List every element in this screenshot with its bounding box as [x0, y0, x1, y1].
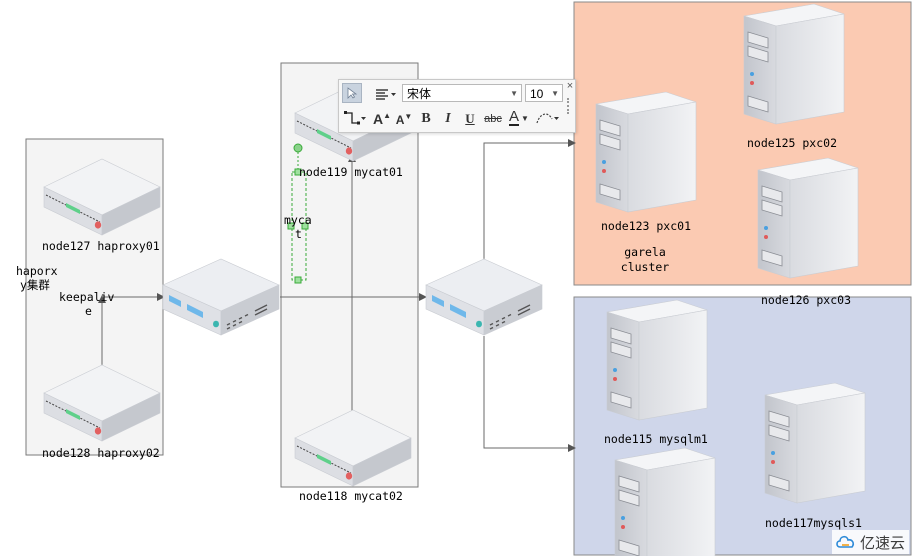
keepalive-label-line2: e	[85, 304, 92, 318]
resize-handle-bottom[interactable]	[294, 276, 302, 284]
pxc01-label: node123 pxc01	[601, 219, 692, 233]
close-button[interactable]: ×	[565, 80, 575, 92]
garela-cluster-label-line2: cluster	[620, 260, 670, 274]
mysqls1-label: node117mysqls1	[765, 516, 862, 530]
italic-icon: I	[445, 111, 451, 126]
font-size-select[interactable]: 10 ▼	[525, 84, 563, 102]
font-size-value: 10	[530, 87, 544, 101]
toolbar-grip[interactable]	[567, 98, 571, 114]
font-color-button[interactable]: A▼	[509, 108, 529, 126]
pxc01-tower-icon	[595, 91, 697, 213]
resize-handle-left[interactable]	[287, 222, 295, 230]
format-painter-button[interactable]	[342, 83, 362, 103]
font-family-select[interactable]: 宋体 ▼	[402, 84, 522, 102]
connector-style-button[interactable]	[342, 108, 368, 128]
rotate-handle[interactable]	[293, 143, 303, 153]
cursor-icon	[347, 87, 358, 99]
mysqlm1-tower-icon	[606, 299, 708, 421]
pxc02-tower-icon	[743, 3, 845, 125]
watermark: 亿速云	[831, 530, 909, 554]
switch-to-pxc-link	[483, 139, 576, 262]
pxc03-label: node126 pxc03	[761, 293, 852, 307]
haproxy02-label: node128 haproxy02	[42, 446, 160, 460]
connector-icon	[344, 111, 366, 125]
mysqls1-tower-icon	[764, 382, 866, 504]
close-icon: ×	[566, 80, 574, 92]
cloud-logo-icon	[836, 535, 854, 548]
watermark-text: 亿速云	[859, 533, 905, 552]
mysql-slave-tower-icon	[614, 447, 716, 556]
mycat-label-line1[interactable]: myca	[284, 213, 312, 227]
shrink-font-button[interactable]: A▼	[395, 111, 413, 128]
connector-lines	[98, 139, 576, 452]
chevron-down-icon: ▼	[551, 89, 559, 98]
line-style-button[interactable]	[535, 108, 561, 128]
bold-icon: B	[421, 111, 431, 126]
mycat02-label: node118 mycat02	[299, 489, 403, 503]
chevron-down-icon: ▼	[510, 89, 518, 98]
text-format-toolbar: 宋体 ▼ 10 ▼ × A▲ A▼ B I U abc A▼	[338, 79, 576, 133]
keepalive-label-line1: keepaliv	[59, 290, 115, 304]
selected-text-box[interactable]	[287, 143, 309, 284]
strikethrough-icon: abc	[484, 113, 502, 125]
strikethrough-button[interactable]: abc	[482, 109, 504, 129]
underline-button[interactable]: U	[461, 109, 479, 129]
font-color-icon: A	[509, 108, 520, 126]
haproxy01-label: node127 haproxy01	[42, 239, 160, 253]
grow-font-icon: A	[372, 111, 384, 127]
haproxy-cluster-label-line1: haporx	[16, 264, 58, 278]
mycat01-label: node119 mycat01	[299, 165, 403, 179]
font-family-value: 宋体	[407, 87, 432, 101]
align-left-icon	[376, 89, 396, 100]
mycat-label-line2[interactable]: t	[295, 227, 302, 241]
mysqlm1-label: node115 mysqlm1	[604, 432, 708, 446]
grow-font-button[interactable]: A▲	[372, 110, 392, 128]
garela-cluster-label-line1: garela	[624, 245, 666, 259]
resize-handle-right[interactable]	[301, 222, 309, 230]
bold-button[interactable]: B	[417, 109, 435, 129]
pxc02-label: node125 pxc02	[747, 136, 838, 150]
align-button[interactable]	[373, 84, 399, 104]
curve-line-icon	[536, 113, 559, 124]
pxc03-tower-icon	[757, 157, 859, 279]
shrink-font-icon: A	[395, 113, 405, 127]
switch-to-mysql-link	[483, 336, 576, 452]
haproxy-switch-icon	[162, 258, 280, 336]
haproxy-cluster-label-line2: y集群	[20, 278, 50, 292]
italic-button[interactable]: I	[439, 109, 457, 129]
mycat-switch-icon	[425, 258, 543, 336]
underline-icon: U	[465, 111, 475, 126]
resize-handle-top[interactable]	[294, 168, 302, 176]
